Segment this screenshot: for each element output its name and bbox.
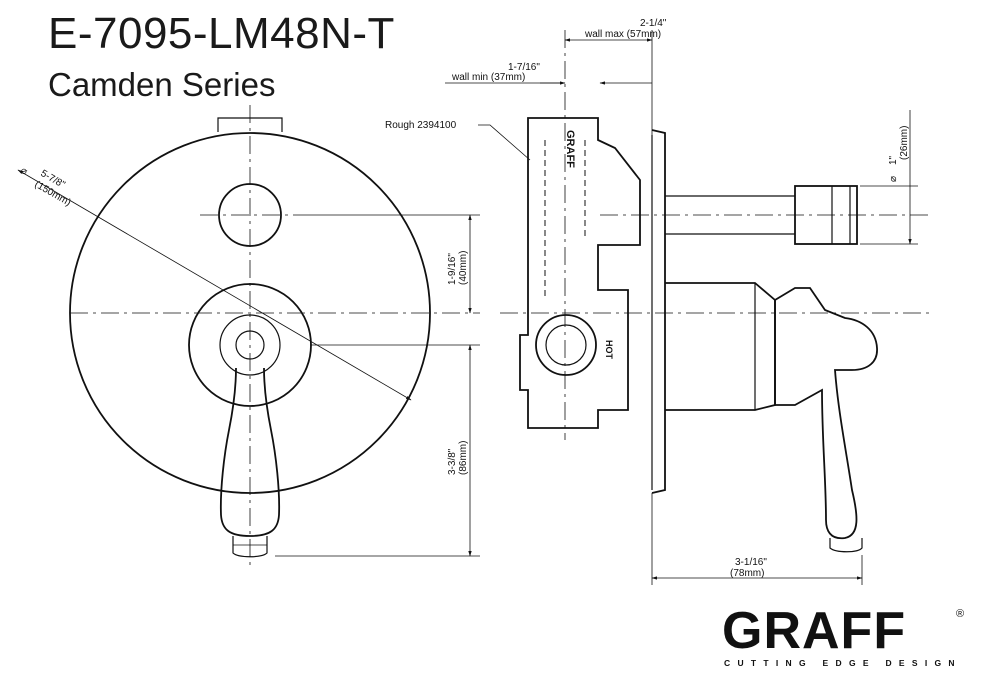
series-subtitle: Camden Series xyxy=(48,66,276,103)
body-brand-mark: GRAFF xyxy=(564,130,576,168)
diverter-diameter-metric: (26mm) xyxy=(899,126,910,160)
projection-metric: (78mm) xyxy=(730,568,764,579)
diameter-symbol: ⌀ xyxy=(19,165,30,178)
wall-min-label: wall min (37mm) xyxy=(451,72,525,83)
lever-handle-side xyxy=(774,287,878,540)
rough-leader-line xyxy=(478,124,531,161)
spacing-metric: (40mm) xyxy=(458,251,469,285)
lever-handle xyxy=(219,367,281,537)
model-number-title: E-7095-LM48N-T xyxy=(48,9,395,58)
registered-mark: ® xyxy=(956,608,965,620)
diverter-knob-side xyxy=(794,185,858,245)
rough-body-outline xyxy=(217,117,283,132)
diverter-diameter-symbol: ⌀ xyxy=(888,176,899,182)
wall-min-imperial: 1-7/16" xyxy=(508,62,540,73)
escutcheon-side xyxy=(665,282,776,411)
front-view: ⌀ 5-7/8" (150mm) 1-9/16" (40mm) 3-3/8" (… xyxy=(17,105,480,565)
spacing-imperial: 1-9/16" xyxy=(447,253,458,285)
trim-plate-side xyxy=(651,129,666,494)
supply-port xyxy=(535,314,597,376)
graff-logo: GRAFF xyxy=(722,602,907,660)
wall-max-imperial: 2-1/4" xyxy=(640,18,667,29)
wall-max-label: wall max (57mm) xyxy=(584,29,661,40)
rough-callout: Rough 2394100 xyxy=(385,120,457,131)
lever-drop-metric: (86mm) xyxy=(458,441,469,475)
hot-mark: HOT xyxy=(604,340,614,360)
side-view: GRAFF HOT 2-1/4" wall max (57mm) 1-7/16"… xyxy=(385,18,930,585)
lever-tip xyxy=(232,536,268,558)
diverter-diameter-imperial: 1" xyxy=(888,155,899,165)
lever-drop-imperial: 3-3/8" xyxy=(447,448,458,475)
rough-valve-body xyxy=(519,117,641,429)
diameter-dimension-line xyxy=(17,169,412,401)
projection-imperial: 3-1/16" xyxy=(735,557,767,568)
logo-tagline: CUTTING EDGE DESIGN xyxy=(724,658,962,668)
